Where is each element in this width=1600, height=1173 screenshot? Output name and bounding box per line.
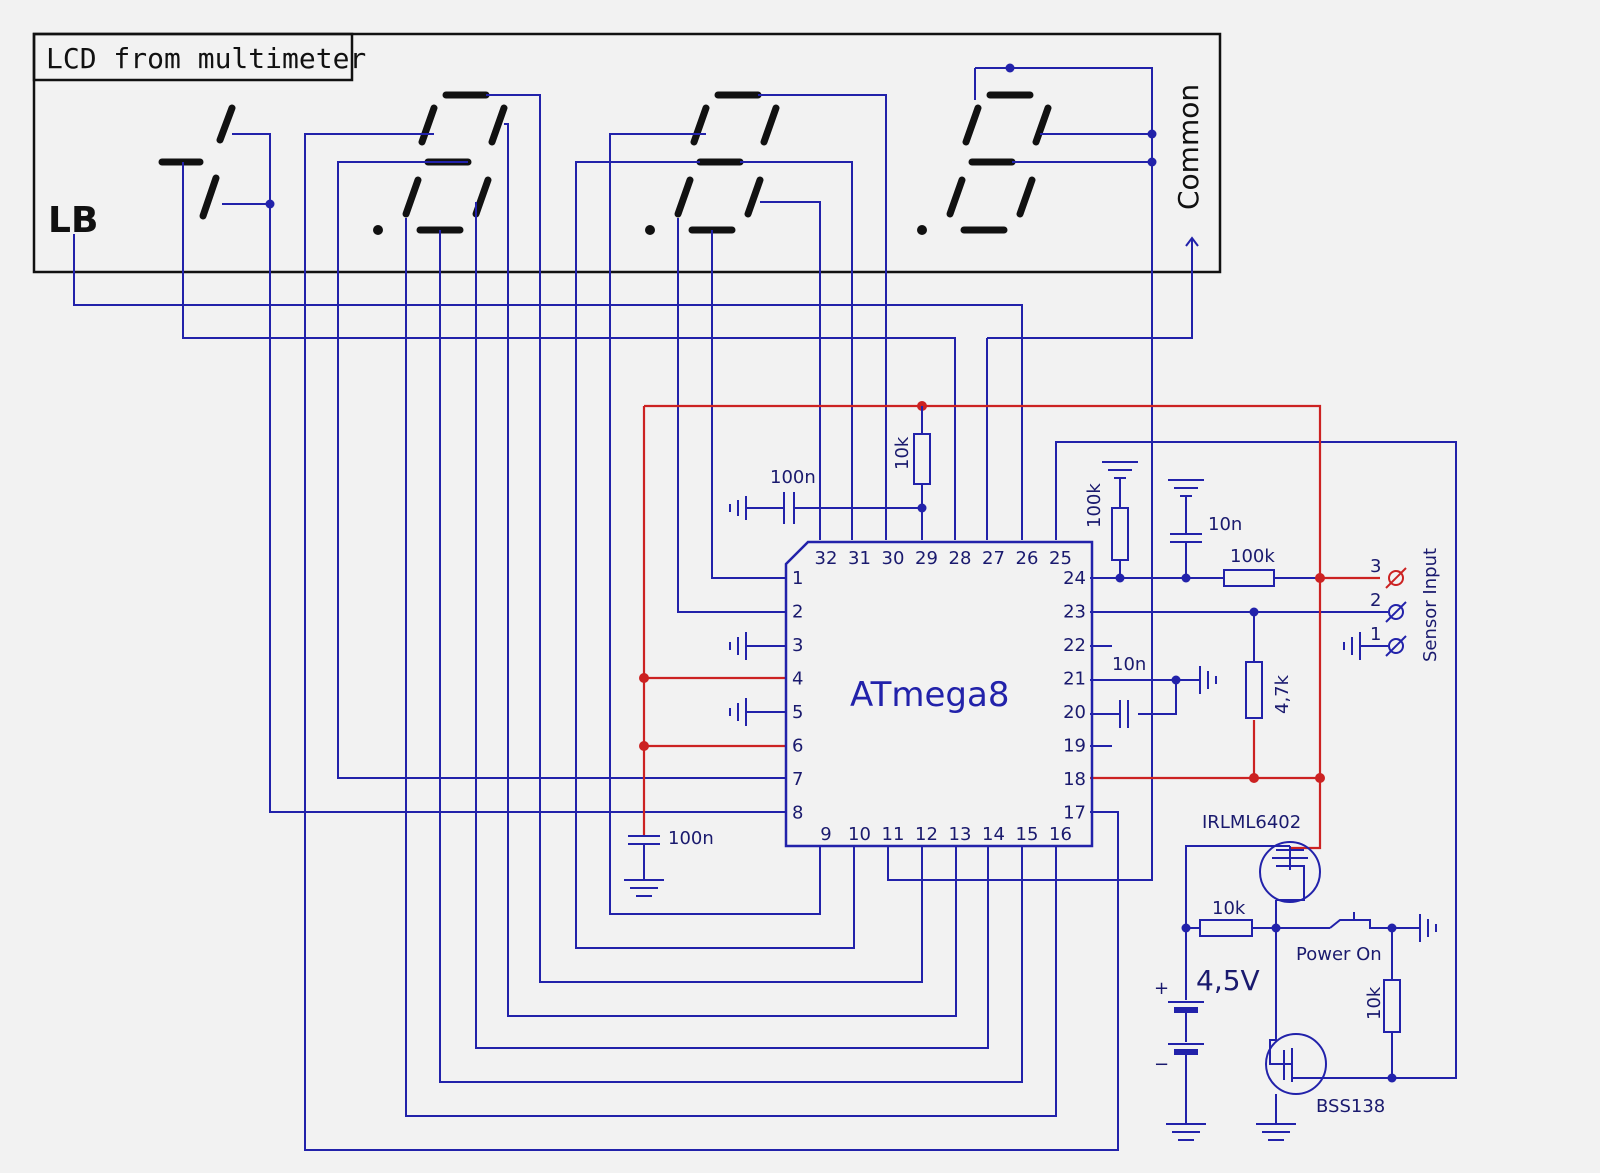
mcu-pin-label: 17 bbox=[1063, 803, 1086, 824]
lcd-frame bbox=[32, 32, 1222, 274]
lcd-digit-4 bbox=[917, 91, 1052, 235]
mcu-pin-label: 5 bbox=[792, 702, 803, 723]
mcu-pin-label: 28 bbox=[949, 548, 972, 569]
battery-label: 4,5V bbox=[1196, 964, 1260, 997]
mcu-pin-label: 31 bbox=[848, 548, 871, 569]
mcu-pin-label: 21 bbox=[1063, 669, 1086, 690]
sensor-pin-3: 3 bbox=[1370, 556, 1381, 577]
resistor-100k-series-label: 100k bbox=[1230, 546, 1275, 567]
resistor-4k7: 4,7k bbox=[1245, 661, 1293, 719]
lcd-title: LCD from multimeter bbox=[46, 42, 366, 75]
lcd-digit-3 bbox=[645, 91, 780, 235]
sensor-pin-1: 1 bbox=[1370, 624, 1381, 645]
lcd-digit-1 bbox=[158, 104, 236, 220]
lcd-module: LCD from multimeter LB Common bbox=[32, 32, 1222, 274]
mcu-pin-label: 6 bbox=[792, 736, 803, 757]
mcu-pin-label: 18 bbox=[1063, 769, 1086, 790]
nmos-label: BSS138 bbox=[1316, 1096, 1385, 1117]
mcu-pins-right: 24 23 22 21 20 19 18 17 bbox=[1063, 568, 1086, 824]
mcu-pin-label: 32 bbox=[815, 548, 838, 569]
cap-100n-top: 100n bbox=[729, 467, 927, 524]
mcu-pin-label: 30 bbox=[882, 548, 905, 569]
mcu-pins-left: 1 2 3 4 5 6 7 8 bbox=[792, 568, 803, 824]
cap-10n-adc-label: 10n bbox=[1112, 654, 1146, 675]
signal-wires bbox=[73, 63, 1457, 1151]
resistor-100k-pull-label: 100k bbox=[1084, 483, 1105, 528]
mcu-pin-label: 26 bbox=[1016, 548, 1039, 569]
cap-10n-top-label: 10n bbox=[1208, 514, 1242, 535]
resistor-10k-reset-label: 10k bbox=[892, 436, 913, 470]
resistor-4k7-label: 4,7k bbox=[1272, 674, 1293, 714]
mcu-pin-label: 14 bbox=[982, 824, 1005, 845]
mcu-pin-label: 11 bbox=[882, 824, 905, 845]
power-section: IRLML6402 10k Power On 10k bbox=[1154, 812, 1437, 1141]
mcu-pin-label: 13 bbox=[949, 824, 972, 845]
battery-minus: − bbox=[1154, 1054, 1169, 1075]
mcu-pin-label: 20 bbox=[1063, 702, 1086, 723]
mcu-pin-label: 2 bbox=[792, 602, 803, 623]
mcu-pin-label: 27 bbox=[982, 548, 1005, 569]
mcu-pin-label: 1 bbox=[792, 568, 803, 589]
mcu-pin-label: 8 bbox=[792, 803, 803, 824]
mcu-pin-label: 23 bbox=[1063, 602, 1086, 623]
mcu-pin-label: 22 bbox=[1063, 635, 1086, 656]
mcu-pin-label: 10 bbox=[848, 824, 871, 845]
cap-100n-bottom-label: 100n bbox=[668, 828, 714, 849]
mcu-name: ATmega8 bbox=[850, 675, 1009, 715]
cap-10n-top: 10n bbox=[1168, 479, 1242, 583]
mcu-pin-label: 25 bbox=[1049, 548, 1072, 569]
resistor-pd-label: 10k bbox=[1364, 986, 1385, 1020]
lcd-digit-2 bbox=[373, 91, 508, 235]
cap-100n-bottom: 100n bbox=[624, 828, 714, 897]
mcu-pins-top: 32 31 30 29 28 27 26 25 bbox=[815, 548, 1072, 569]
common-label: Common bbox=[1172, 84, 1205, 210]
gnd-pin3 bbox=[729, 632, 786, 660]
mcu-pin-label: 7 bbox=[792, 769, 803, 790]
mcu-pin-label: 15 bbox=[1016, 824, 1039, 845]
resistor-100k-series: 100k bbox=[1223, 546, 1275, 587]
mcu-pin-label: 24 bbox=[1063, 568, 1086, 589]
mcu-pin-label: 4 bbox=[792, 669, 803, 690]
mcu-pin-label: 3 bbox=[792, 635, 803, 656]
sensor-input-label: Sensor Input bbox=[1420, 548, 1441, 662]
power-button-label: Power On bbox=[1296, 944, 1382, 965]
mcu-pin-label: 19 bbox=[1063, 736, 1086, 757]
mcu-pin-label: 9 bbox=[820, 824, 831, 845]
power-rails bbox=[639, 401, 1380, 850]
resistor-10k-reset: 10k bbox=[892, 406, 931, 540]
cap-10n-adc: 10n bbox=[1112, 654, 1217, 728]
sensor-connector: 3 2 1 Sensor Input bbox=[1343, 548, 1441, 662]
mcu-pin-label: 29 bbox=[915, 548, 938, 569]
pmos-label: IRLML6402 bbox=[1202, 812, 1301, 833]
mcu-pin-label: 12 bbox=[915, 824, 938, 845]
mcu-pin-label: 16 bbox=[1049, 824, 1072, 845]
battery-plus: + bbox=[1154, 978, 1169, 999]
cap-100n-top-label: 100n bbox=[770, 467, 816, 488]
resistor-gate-label: 10k bbox=[1212, 898, 1246, 919]
mcu-pins-bottom: 9 10 11 12 13 14 15 16 bbox=[820, 824, 1072, 845]
sensor-pin-2: 2 bbox=[1370, 590, 1381, 611]
lcd-title-box bbox=[32, 32, 354, 82]
resistor-100k-pull: 100k bbox=[1084, 461, 1138, 583]
gnd-pin5 bbox=[729, 698, 786, 726]
